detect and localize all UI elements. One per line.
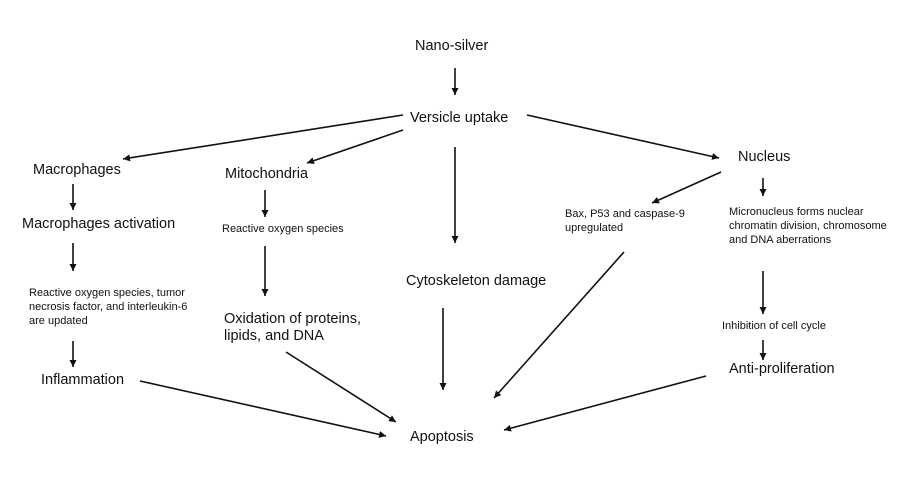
node-inflammation: Inflammation xyxy=(41,372,125,388)
edge-vesicle-uptake-to-mitochondria xyxy=(306,129,404,165)
edge-anti-proliferation-to-apoptosis xyxy=(503,375,707,432)
node-anti-proliferation: Anti-proliferation xyxy=(729,361,835,377)
node-micronucleus: Micronucleus forms nuclear chromatin div… xyxy=(729,206,887,246)
node-cytoskeleton-damage: Cytoskeleton damage xyxy=(406,273,547,289)
node-vesicle-uptake: Versicle uptake xyxy=(410,110,509,126)
node-apoptosis: Apoptosis xyxy=(410,429,474,445)
node-macrophages: Macrophages xyxy=(33,162,121,178)
node-nano-silver: Nano-silver xyxy=(415,38,489,54)
node-nucleus: Nucleus xyxy=(738,149,791,165)
node-bax-p53: Bax, P53 and caspase-9 upregulated xyxy=(565,208,685,234)
edge-vesicle-uptake-to-nucleus xyxy=(526,114,720,160)
node-ros-cytokines: Reactive oxygen species, tumor necrosis … xyxy=(29,287,188,327)
edge-bax-p53-to-apoptosis xyxy=(493,251,625,399)
node-macrophages-activation: Macrophages activation xyxy=(22,216,176,232)
node-oxidation: Oxidation of proteins, lipids, and DNA xyxy=(224,311,362,345)
edge-nucleus-to-bax-p53 xyxy=(651,171,722,204)
node-reactive-oxygen-species: Reactive oxygen species xyxy=(222,223,344,235)
edge-inflammation-to-apoptosis xyxy=(139,380,387,438)
node-mitochondria: Mitochondria xyxy=(225,166,309,182)
edge-vesicle-uptake-to-macrophages xyxy=(122,114,404,162)
edge-oxidation-to-apoptosis xyxy=(285,351,397,423)
node-inhibition-cell-cycle: Inhibition of cell cycle xyxy=(722,320,826,332)
